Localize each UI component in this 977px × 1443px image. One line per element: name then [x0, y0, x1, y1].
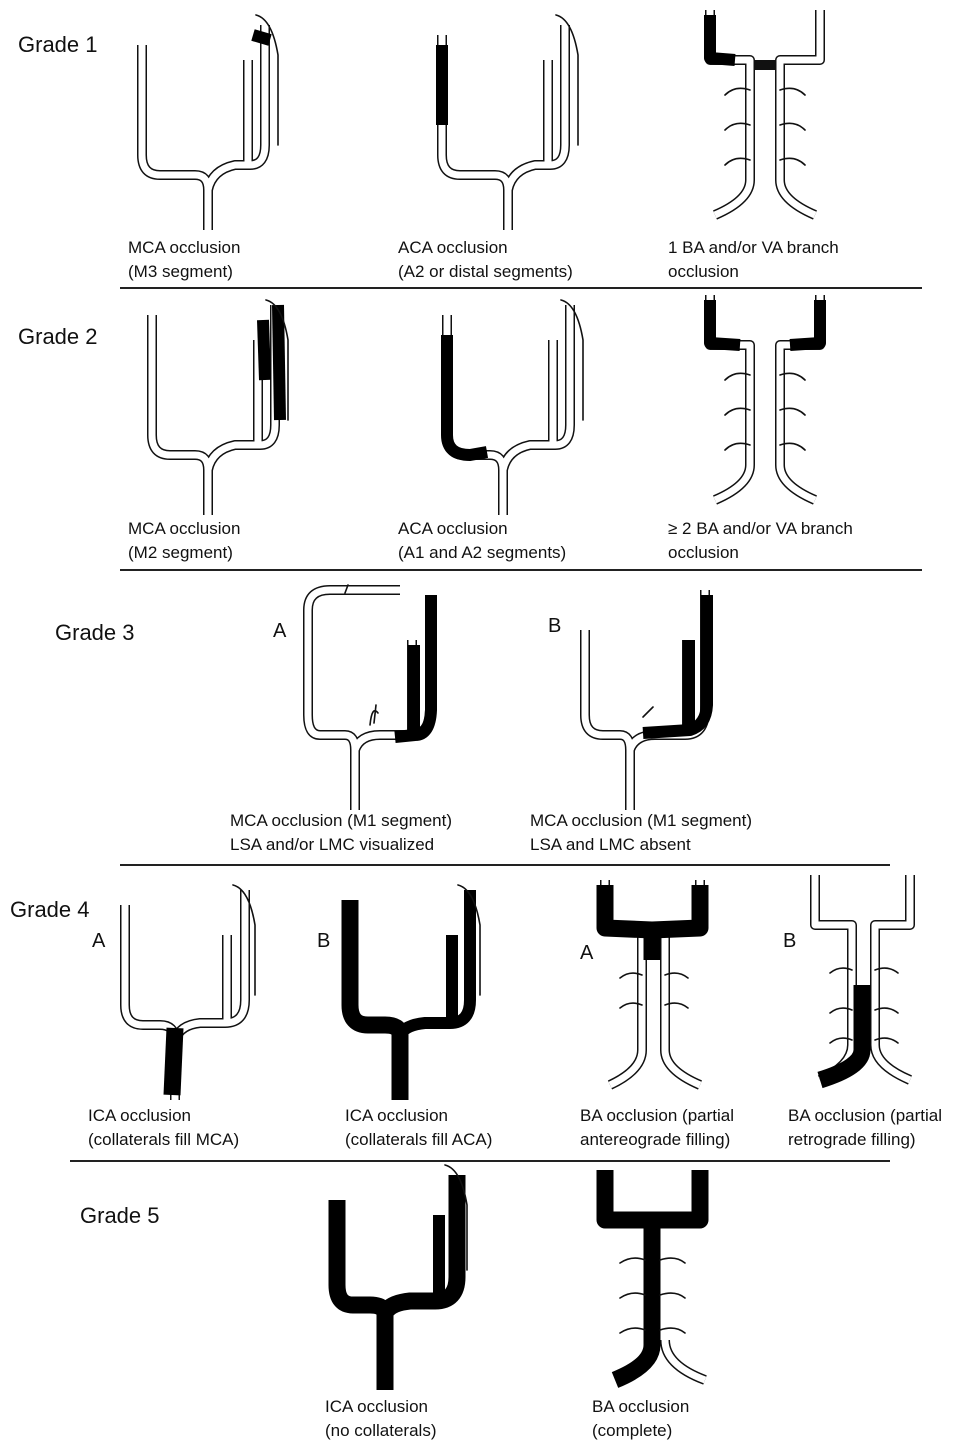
caption-line: ACA occlusion [398, 517, 566, 541]
diagram-grade3-b-mca-occlusion [575, 585, 735, 810]
caption-grade5-ba: BA occlusion (complete) [592, 1395, 689, 1443]
caption-line: antereograde filling) [580, 1128, 734, 1152]
caption-line: MCA occlusion (M1 segment) [230, 809, 452, 833]
diagram-grade5-ica [325, 1165, 485, 1390]
caption-grade3-a: MCA occlusion (M1 segment) LSA and/or LM… [230, 809, 452, 857]
caption-line: (collaterals fill ACA) [345, 1128, 492, 1152]
divider-grade-4-5 [70, 1160, 890, 1162]
divider-grade-2-3 [120, 569, 922, 571]
caption-grade1-mca: MCA occlusion (M3 segment) [128, 236, 240, 284]
grade-1-label: Grade 1 [18, 32, 98, 58]
caption-line: MCA occlusion (M1 segment) [530, 809, 752, 833]
divider-grade-1-2 [120, 287, 922, 289]
caption-grade3-b: MCA occlusion (M1 segment) LSA and LMC a… [530, 809, 752, 857]
caption-grade2-mca: MCA occlusion (M2 segment) [128, 517, 240, 565]
caption-line: (complete) [592, 1419, 689, 1443]
caption-line: LSA and LMC absent [530, 833, 752, 857]
diagram-grade1-mca-occlusion [120, 15, 300, 230]
caption-grade2-aca: ACA occlusion (A1 and A2 segments) [398, 517, 566, 565]
panel-letter-grade4-b2: B [783, 930, 796, 953]
diagram-grade5-ba-complete [590, 1170, 720, 1395]
caption-line: LSA and/or LMC visualized [230, 833, 452, 857]
caption-grade2-ba: ≥ 2 BA and/or VA branch occlusion [668, 517, 853, 565]
caption-grade4-ba-ante: BA occlusion (partial antereograde filli… [580, 1104, 734, 1152]
caption-line: BA occlusion [592, 1395, 689, 1419]
divider-grade-3-4 [120, 864, 890, 866]
grade-5-label: Grade 5 [80, 1203, 160, 1229]
caption-grade4-ica-aca: ICA occlusion (collaterals fill ACA) [345, 1104, 492, 1152]
caption-line: ICA occlusion [325, 1395, 437, 1419]
caption-line: occlusion [668, 541, 853, 565]
diagram-grade4-ica-aca [340, 885, 500, 1100]
caption-line: 1 BA and/or VA branch [668, 236, 839, 260]
caption-line: ICA occlusion [345, 1104, 492, 1128]
diagram-grade2-ba-branch [690, 295, 840, 510]
caption-line: (M3 segment) [128, 260, 240, 284]
caption-grade4-ba-retro: BA occlusion (partial retrograde filling… [788, 1104, 942, 1152]
grade-2-label: Grade 2 [18, 324, 98, 350]
caption-grade1-ba: 1 BA and/or VA branch occlusion [668, 236, 839, 284]
caption-grade1-aca: ACA occlusion (A2 or distal segments) [398, 236, 573, 284]
panel-letter-grade4-b: B [317, 930, 330, 953]
caption-line: occlusion [668, 260, 839, 284]
caption-grade4-ica-mca: ICA occlusion (collaterals fill MCA) [88, 1104, 239, 1152]
caption-grade5-ica: ICA occlusion (no collaterals) [325, 1395, 437, 1443]
caption-line: BA occlusion (partial [580, 1104, 734, 1128]
caption-line: (M2 segment) [128, 541, 240, 565]
caption-line: BA occlusion (partial [788, 1104, 942, 1128]
diagram-grade1-aca-occlusion [420, 15, 600, 230]
diagram-grade2-mca-occlusion [130, 300, 310, 515]
caption-line: MCA occlusion [128, 517, 240, 541]
diagram-grade3-a-mca-occlusion [300, 585, 460, 810]
diagram-grade2-aca-occlusion [425, 300, 605, 515]
panel-letter-grade4-a: A [92, 930, 105, 953]
caption-line: (A2 or distal segments) [398, 260, 573, 284]
grade-3-label: Grade 3 [55, 620, 135, 646]
diagram-grade4-ba-antereograde [590, 880, 720, 1095]
diagram-grade4-ica-mca [115, 885, 275, 1100]
panel-letter-grade3-b: B [548, 615, 561, 638]
caption-line: retrograde filling) [788, 1128, 942, 1152]
grade-4-label: Grade 4 [10, 897, 90, 923]
caption-line: (no collaterals) [325, 1419, 437, 1443]
diagram-grade1-ba-branch [690, 10, 840, 225]
panel-letter-grade3-a: A [273, 620, 286, 643]
caption-line: ACA occlusion [398, 236, 573, 260]
caption-line: MCA occlusion [128, 236, 240, 260]
caption-line: (collaterals fill MCA) [88, 1128, 239, 1152]
caption-line: ≥ 2 BA and/or VA branch [668, 517, 853, 541]
caption-line: (A1 and A2 segments) [398, 541, 566, 565]
caption-line: ICA occlusion [88, 1104, 239, 1128]
diagram-grade4-ba-retrograde [800, 875, 935, 1090]
